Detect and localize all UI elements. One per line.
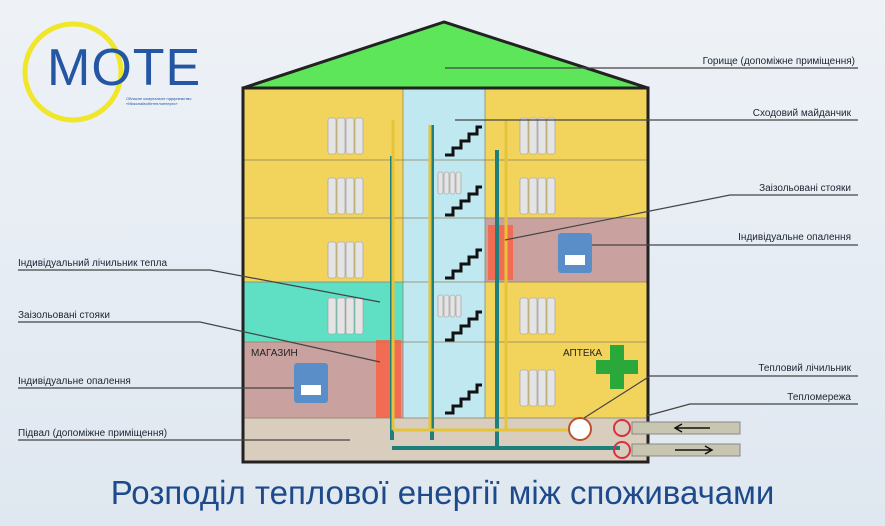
radiator-section	[336, 117, 346, 155]
stairs	[445, 125, 482, 415]
radiator-section	[519, 177, 529, 215]
radiator-section	[354, 297, 364, 335]
label-individual-heating-left: Індивідуальне опалення	[18, 376, 131, 387]
radiator-section	[327, 177, 337, 215]
radiator-section	[354, 177, 364, 215]
logo: МОТЕ	[47, 39, 202, 97]
radiator-section	[455, 171, 462, 195]
radiator-section	[546, 369, 556, 407]
radiator-section	[537, 297, 547, 335]
label-stairwell: Сходовий майданчик	[752, 108, 851, 119]
pharmacy-cross-icon	[596, 345, 638, 389]
label-individual-heat-meter: Індивідуальний лічильник тепла	[18, 258, 168, 269]
logo-ring	[22, 21, 124, 123]
room-pharmacy: АПТЕКА	[563, 348, 603, 359]
roof	[242, 20, 649, 90]
radiator-section	[345, 297, 355, 335]
radiator-section	[443, 294, 450, 318]
radiator-section	[528, 117, 538, 155]
label-basement: Підвал (допоміжне приміщення)	[18, 428, 168, 439]
valve-icon	[613, 419, 631, 459]
radiator-section	[336, 177, 346, 215]
leader-lines	[18, 67, 858, 441]
radiator-section	[336, 297, 346, 335]
radiator-section	[537, 177, 547, 215]
radiator-section	[345, 241, 355, 279]
logo-subtitle: Обласне комунальне підприємство«Миколаїв…	[126, 96, 191, 106]
label-individual-heating-right: Індивідуальне опалення	[738, 232, 851, 243]
radiator-section	[519, 117, 529, 155]
radiator-section	[546, 297, 556, 335]
insulated-risers	[376, 225, 513, 418]
building	[241, 86, 650, 464]
radiator-section	[336, 241, 346, 279]
boiler-icon	[294, 363, 328, 403]
label-heating-network: Тепломережа	[787, 392, 851, 403]
label-insulated-risers-left: Заізольовані стояки	[18, 310, 110, 321]
radiators	[327, 117, 556, 407]
room-shop: МАГАЗИН	[251, 348, 298, 359]
radiator-section	[443, 171, 450, 195]
radiator-section	[327, 117, 337, 155]
radiator-section	[519, 369, 529, 407]
heat-meter-icon	[568, 417, 592, 441]
radiator-section	[528, 369, 538, 407]
radiator-section	[546, 117, 556, 155]
radiator-section	[449, 171, 456, 195]
radiator-section	[528, 297, 538, 335]
label-insulated-risers-right: Заізольовані стояки	[759, 183, 851, 194]
radiator-section	[528, 177, 538, 215]
radiator-section	[455, 294, 462, 318]
radiator-section	[449, 294, 456, 318]
label-attic: Горище (допоміжне приміщення)	[702, 56, 855, 67]
radiator-section	[546, 177, 556, 215]
radiator-section	[327, 241, 337, 279]
logo-subtitle-2: «Миколаївоблтеплоенерго»	[126, 101, 178, 106]
label-heat-meter: Тепловий лічильник	[758, 363, 851, 374]
radiator-section	[437, 171, 444, 195]
boiler-icon	[558, 233, 592, 273]
heating-network-pipes	[631, 421, 741, 457]
radiator-section	[345, 117, 355, 155]
radiator-section	[354, 117, 364, 155]
radiator-section	[537, 369, 547, 407]
radiator-section	[519, 297, 529, 335]
radiator-section	[354, 241, 364, 279]
radiator-section	[437, 294, 444, 318]
radiator-section	[327, 297, 337, 335]
logo-subtitle-1: Обласне комунальне підприємство	[126, 96, 192, 101]
radiator-section	[537, 117, 547, 155]
radiator-section	[345, 177, 355, 215]
page-title: Розподіл теплової енергії між споживачам…	[110, 474, 775, 511]
pipes	[390, 120, 620, 450]
